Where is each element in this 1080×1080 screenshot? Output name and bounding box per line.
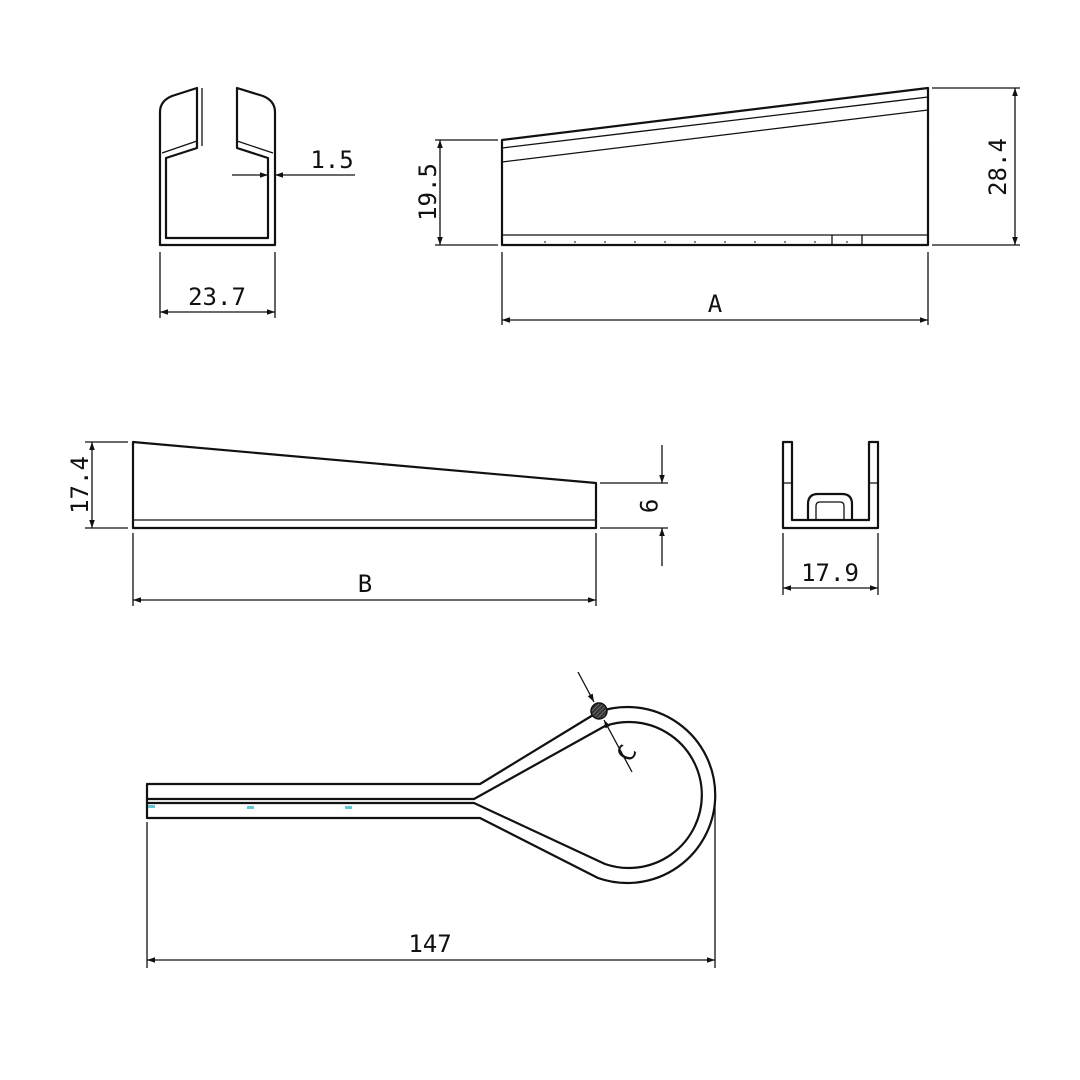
wedge-high-label: 17.4 (66, 456, 94, 514)
front-profile-view: 23.7 1.5 (158, 86, 355, 318)
wedge-low-label: 9 (634, 499, 662, 513)
side-extension-lines (435, 87, 1020, 325)
end-clip-inner (815, 501, 845, 520)
end-extension-lines (782, 533, 879, 595)
loop-view: C 147 (145, 671, 717, 968)
side-inner-lines (501, 96, 929, 245)
profile-fold-lines (161, 88, 274, 154)
length-b-label: B (358, 570, 372, 598)
wedge-outline (131, 440, 598, 530)
width-extension-lines (159, 252, 276, 318)
profile-outline (158, 86, 277, 247)
side-view: 19.5 28.4 A (414, 86, 1020, 325)
end-view: 17.9 (781, 440, 880, 595)
wire-leader-bottom (603, 719, 633, 773)
loop-length-label: 147 (408, 930, 451, 958)
base-tick-marks (544, 241, 848, 243)
end-width-label: 17.9 (801, 559, 859, 587)
width-label: 23.7 (188, 283, 246, 311)
loop-inner-outline (147, 720, 703, 870)
low-height-label: 19.5 (414, 163, 442, 221)
length-a-label: A (708, 290, 723, 318)
loop-extension-lines (146, 800, 716, 968)
end-outline (781, 440, 880, 530)
wire-leader-top (577, 671, 595, 703)
wedge-view: 17.4 9 B (66, 440, 668, 606)
wedge-extension-lines (85, 441, 668, 606)
high-height-label: 28.4 (984, 138, 1012, 196)
thickness-label: 1.5 (310, 146, 353, 174)
end-clip-outer (806, 492, 854, 520)
wire-label: C (611, 740, 643, 766)
wire-section-hatch (590, 702, 608, 720)
accent-marks (148, 805, 352, 809)
side-outline (500, 86, 930, 247)
loop-outer-outline (145, 705, 717, 885)
